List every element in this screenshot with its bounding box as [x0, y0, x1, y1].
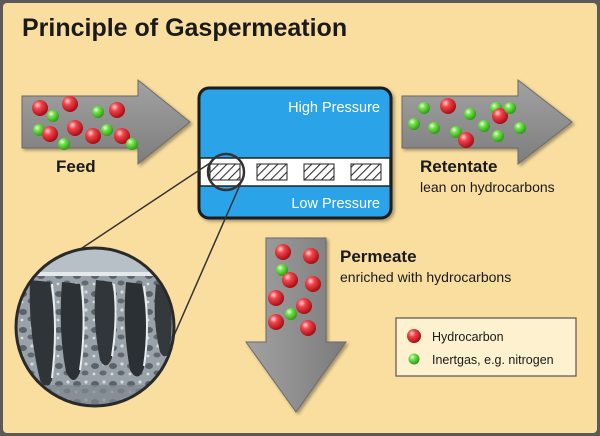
inertgas-molecule: [504, 102, 516, 114]
hydrocarbon-molecule: [440, 98, 456, 114]
legend-inertgas-label: Inertgas, e.g. nitrogen: [432, 353, 554, 367]
hydrocarbon-molecule: [300, 320, 316, 336]
hydrocarbon-molecule: [303, 248, 319, 264]
inertgas-molecule: [276, 264, 288, 276]
inertgas-molecule: [58, 138, 70, 150]
hydrocarbon-molecule: [268, 290, 284, 306]
legend: Hydrocarbon Inertgas, e.g. nitrogen: [395, 317, 577, 377]
feed-label: Feed: [56, 157, 96, 176]
feed-molecules: [32, 96, 138, 150]
hydrocarbon-molecule: [305, 276, 321, 292]
inertgas-molecule: [126, 138, 138, 150]
permeate-arrow: [245, 237, 347, 413]
high-pressure-label: High Pressure: [288, 100, 380, 116]
inertgas-molecule: [408, 118, 420, 130]
inertgas-molecule: [428, 122, 440, 134]
permeate-molecules: [268, 244, 321, 336]
membrane-layer: [199, 157, 391, 187]
hydrocarbon-molecule: [62, 96, 78, 112]
permeate-sublabel: enriched with hydrocarbons: [340, 269, 511, 285]
inertgas-molecule: [47, 110, 59, 122]
inertgas-molecule: [285, 308, 297, 320]
hydrocarbon-molecule: [67, 120, 83, 136]
inertgas-molecule: [418, 102, 430, 114]
hydrocarbon-molecule: [32, 100, 48, 116]
retentate-molecules: [408, 98, 526, 148]
diagram-title: Principle of Gaspermeation: [22, 14, 347, 42]
low-pressure-label: Low Pressure: [291, 196, 380, 212]
inertgas-molecule: [450, 126, 462, 138]
legend-hydrocarbon-label: Hydrocarbon: [432, 330, 504, 344]
hydrocarbon-molecule: [282, 272, 298, 288]
hydrocarbon-molecule: [42, 126, 58, 142]
retentate-label: Retentate: [420, 157, 497, 176]
hydrocarbon-molecule: [492, 108, 508, 124]
hydrocarbon-molecule: [296, 298, 312, 314]
hydrocarbon-molecule: [458, 132, 474, 148]
hydrocarbon-molecule: [114, 128, 130, 144]
permeate-label: Permeate: [340, 247, 417, 266]
inertgas-molecule: [101, 124, 113, 136]
inertgas-molecule: [464, 108, 476, 120]
inertgas-molecule: [92, 106, 104, 118]
inertgas-molecule: [478, 120, 490, 132]
zoom-marker: [206, 152, 246, 192]
inertgas-molecule: [492, 130, 504, 142]
inertgas-molecule: [33, 124, 45, 136]
retentate-sublabel: lean on hydrocarbons: [420, 179, 555, 195]
hydrocarbon-molecule: [85, 128, 101, 144]
hydrocarbon-molecule: [268, 314, 284, 330]
hydrocarbon-legend-icon: [407, 329, 421, 343]
inertgas-molecule: [514, 122, 526, 134]
inertgas-legend-icon: [408, 353, 420, 365]
hydrocarbon-molecule: [109, 102, 125, 118]
hydrocarbon-molecule: [275, 244, 291, 260]
